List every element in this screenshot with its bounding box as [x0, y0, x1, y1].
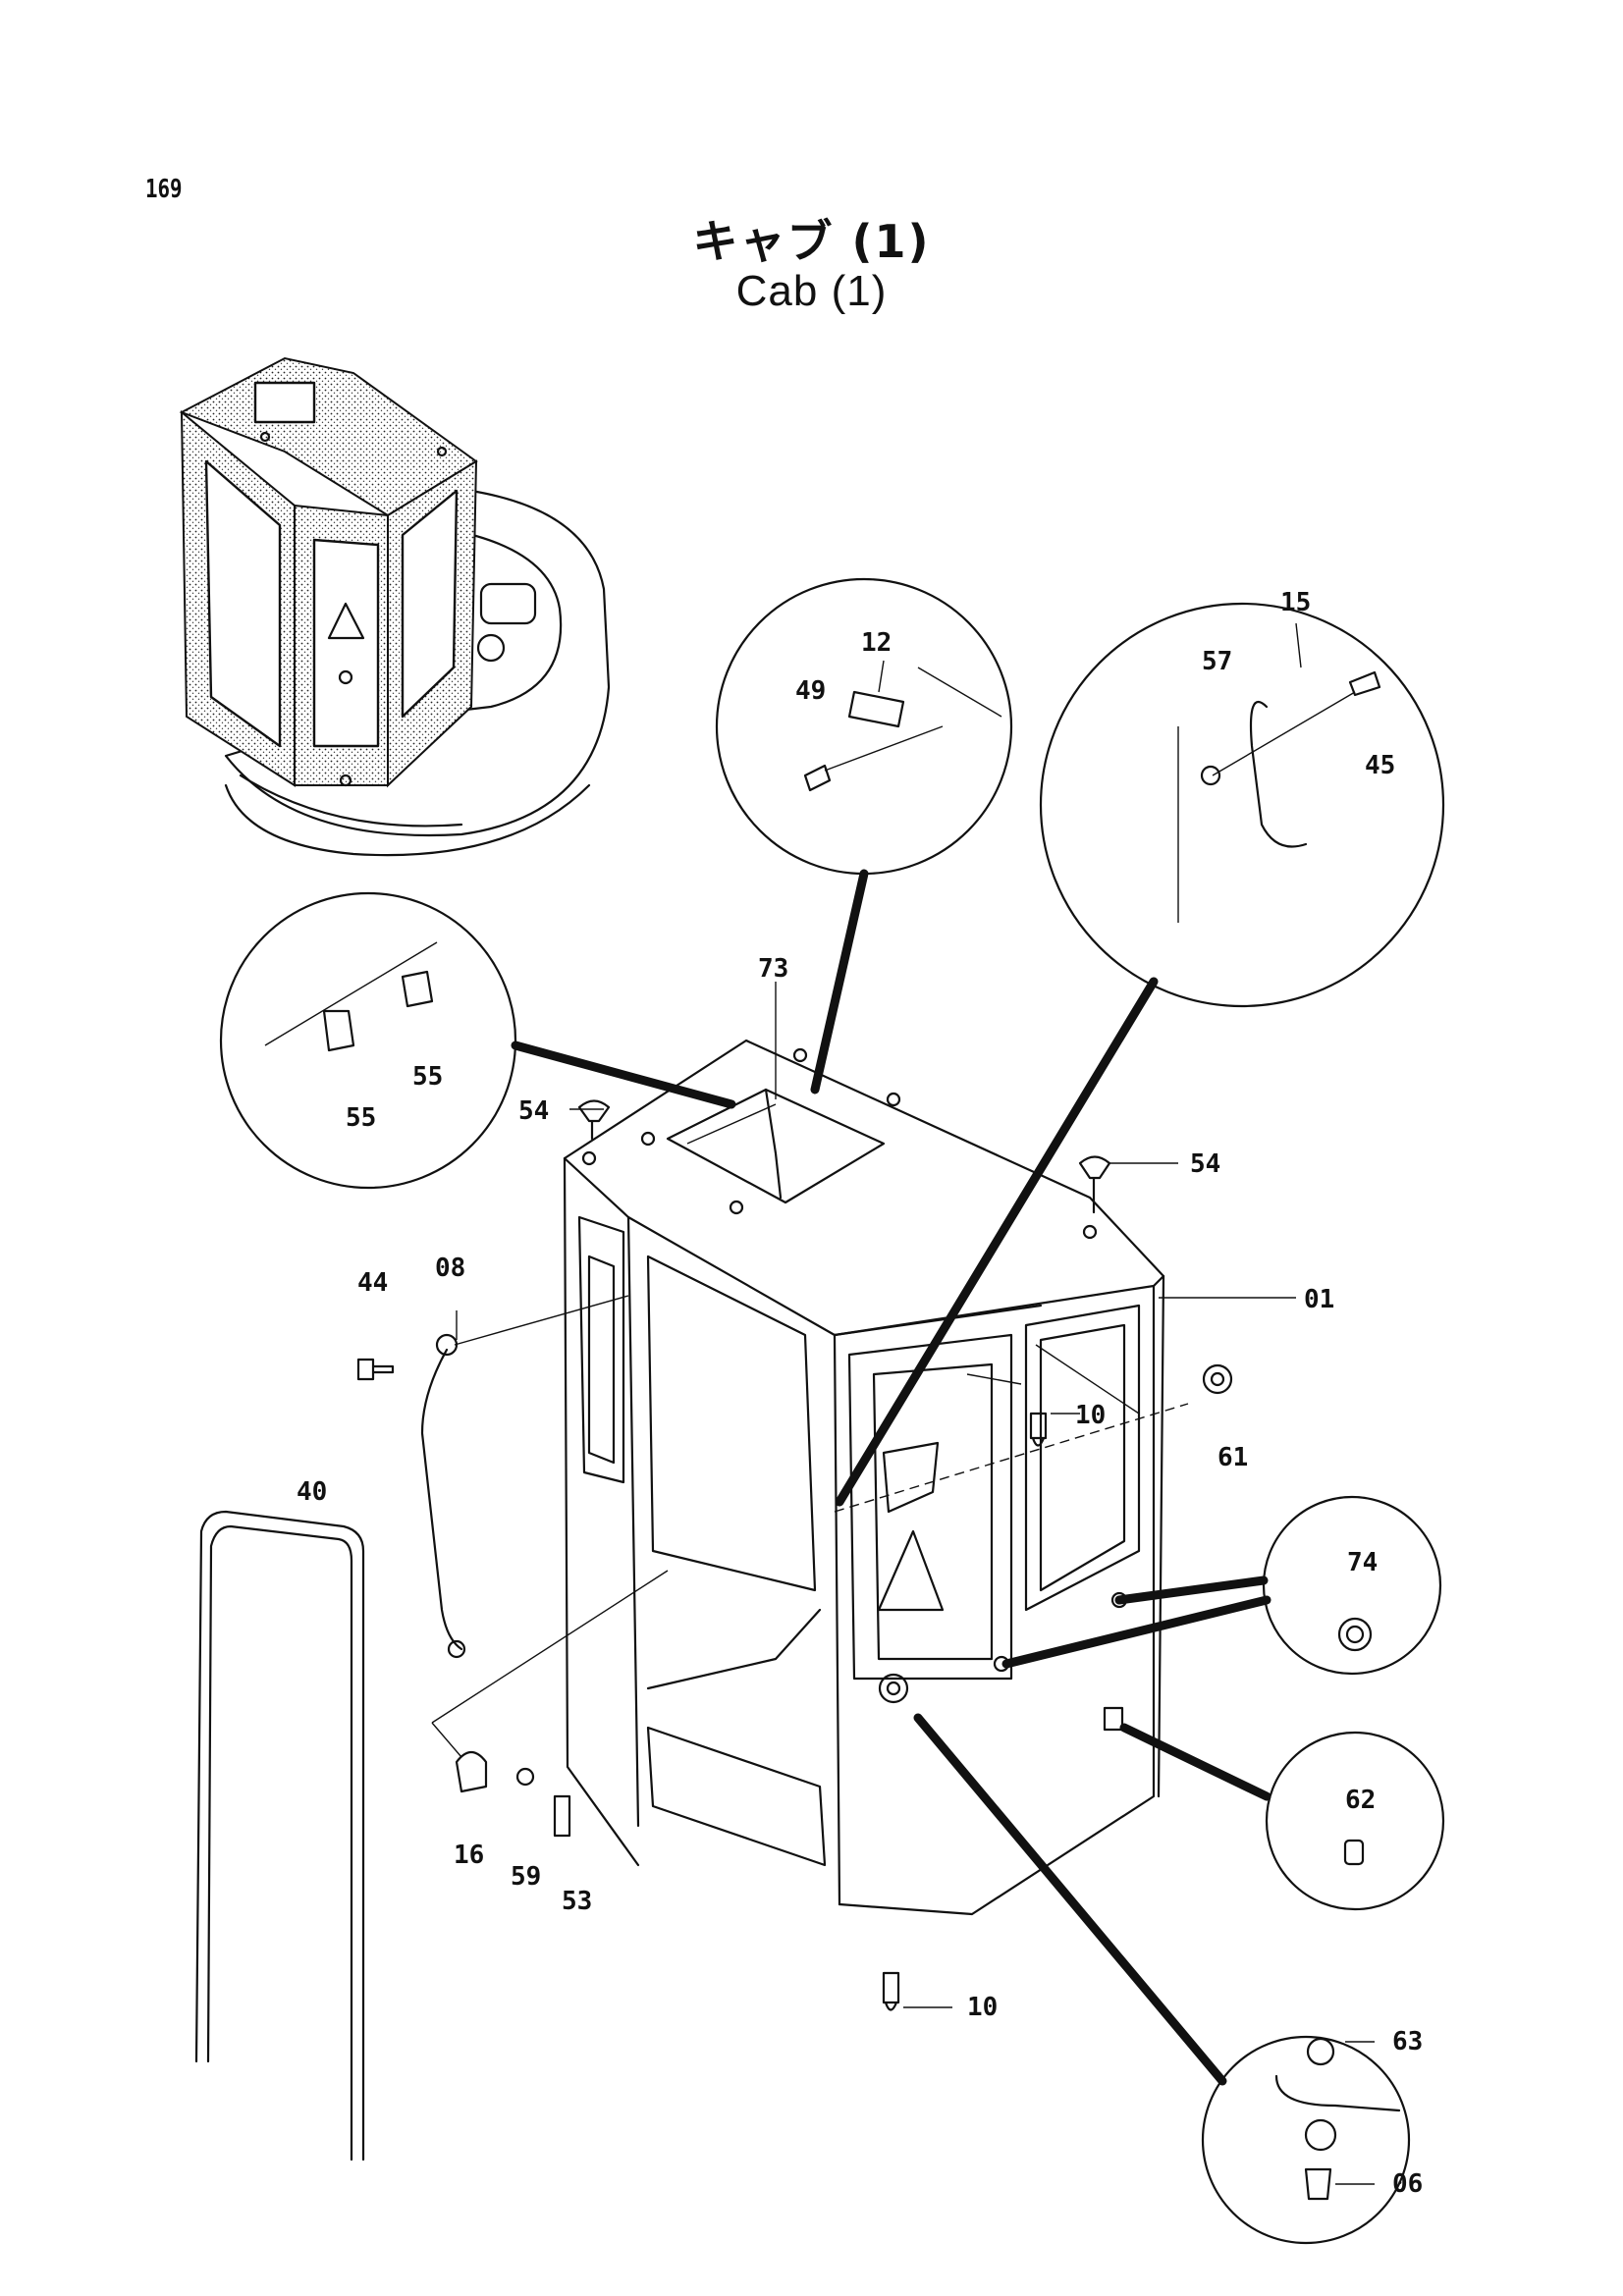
part-label-40: 40: [297, 1477, 327, 1507]
part-label-55b: 55: [346, 1103, 376, 1133]
part-label-44: 44: [357, 1268, 388, 1298]
part-label-45: 45: [1365, 751, 1395, 780]
main-cab-assembly: [563, 1039, 1189, 1916]
part-label-49: 49: [795, 676, 826, 706]
title-japanese: キャブ (1): [692, 215, 931, 268]
part-label-53: 53: [562, 1887, 592, 1916]
part-label-54a: 54: [518, 1096, 549, 1126]
page-number: 169: [145, 175, 183, 204]
part-label-55a: 55: [412, 1062, 443, 1092]
part-label-15: 15: [1280, 588, 1311, 617]
parts-loose: [194, 1099, 1233, 2162]
part-label-59: 59: [511, 1862, 541, 1892]
detail-circle-74: [1001, 1495, 1442, 1676]
detail-circle-06-63: [913, 1713, 1411, 2245]
part-label-54b: 54: [1190, 1149, 1220, 1179]
part-label-06: 06: [1392, 2169, 1423, 2199]
part-label-12: 12: [861, 628, 892, 658]
part-label-10b: 10: [967, 1993, 998, 2022]
part-label-63: 63: [1392, 2027, 1423, 2056]
detail-circle-12-49: [715, 577, 1013, 1095]
detail-circle-62: [1119, 1723, 1445, 1911]
part-label-57: 57: [1202, 647, 1232, 676]
title-english: Cab (1): [735, 267, 888, 315]
part-label-61: 61: [1217, 1443, 1248, 1472]
part-label-10a: 10: [1075, 1401, 1106, 1430]
detail-circle-55: [219, 891, 736, 1190]
part-label-08: 08: [435, 1254, 465, 1283]
part-labels: 73 12 49 15 57 45 55 55 54 54 01 10 61 4…: [297, 588, 1423, 2199]
overview-cab-thumbnail: [179, 356, 611, 857]
part-label-74: 74: [1347, 1548, 1378, 1577]
part-label-16: 16: [454, 1841, 484, 1870]
detail-circle-15-45-57: [835, 602, 1445, 1507]
part-label-01: 01: [1304, 1285, 1334, 1314]
part-label-62: 62: [1345, 1786, 1376, 1815]
part-label-73: 73: [758, 954, 788, 984]
leader-lines: [456, 622, 1375, 2185]
